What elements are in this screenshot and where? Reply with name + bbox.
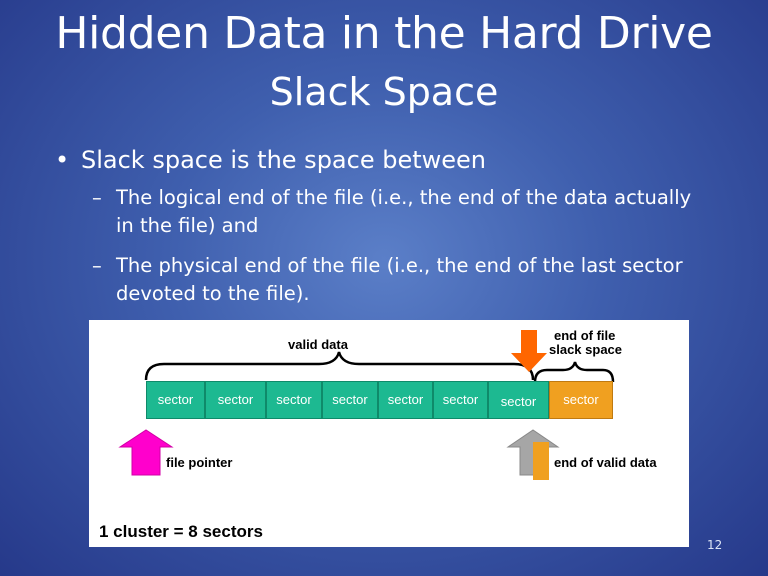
slack-space-diagram: valid data end of file slack space secto…: [89, 320, 689, 547]
dash-icon: –: [92, 254, 102, 277]
slide-subtitle: Slack Space: [269, 70, 499, 114]
end-of-file-arrow-icon: [511, 330, 547, 372]
sub-bullet-2-line-2: devoted to the file).: [116, 282, 310, 305]
cluster-note: 1 cluster = 8 sectors: [99, 522, 263, 541]
dash-icon: –: [92, 186, 102, 209]
sector-block: sector: [488, 381, 549, 419]
valid-data-label: valid data: [288, 337, 348, 352]
file-pointer-label: file pointer: [166, 455, 233, 470]
bullet-dot-icon: •: [55, 146, 70, 174]
page-number: 12: [707, 538, 723, 552]
sub-bullet-2: – The physical end of the file (i.e., th…: [92, 252, 732, 308]
sub-bullet-1-line-1: The logical end of the file (i.e., the e…: [116, 186, 692, 209]
sector-block: sector: [378, 381, 433, 419]
sub-bullet-1: – The logical end of the file (i.e., the…: [92, 184, 732, 240]
slack-space-label: slack space: [549, 342, 623, 357]
valid-data-brace: [144, 351, 535, 381]
slack-strip: [533, 442, 549, 480]
main-bullet-text: Slack space is the space between: [81, 146, 486, 174]
sector-block: sector: [266, 381, 322, 419]
end-of-file-label: end of file: [554, 328, 616, 343]
sector-block: sector: [322, 381, 378, 419]
slide-title: Hidden Data in the Hard Drive: [55, 8, 713, 59]
sector-block: sector: [433, 381, 488, 419]
slack-sector-block: sector: [549, 381, 613, 419]
sub-bullet-1-line-2: in the file) and: [116, 214, 259, 237]
file-pointer-arrow-icon: [118, 429, 174, 476]
sector-block: sector: [205, 381, 266, 419]
sub-bullet-2-line-1: The physical end of the file (i.e., the …: [116, 254, 683, 277]
end-of-valid-data-label: end of valid data: [554, 455, 657, 470]
main-bullet: • Slack space is the space between: [55, 145, 486, 175]
diagram-graphics: [118, 330, 615, 476]
sector-block: sector: [146, 381, 205, 419]
slack-space-brace: [533, 361, 615, 383]
